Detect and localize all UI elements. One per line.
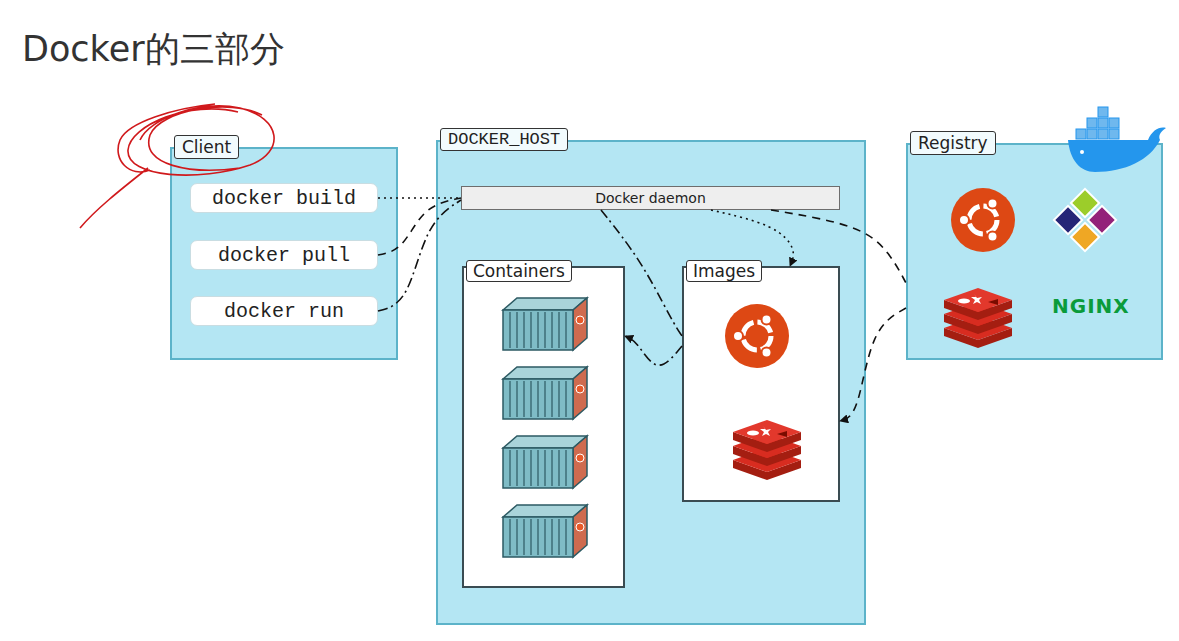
- flow-connector: [840, 308, 906, 421]
- redis-registry-icon: [944, 288, 1012, 348]
- host-box: DOCKER_HOSTDocker daemonContainersImages: [436, 140, 866, 625]
- command-box: docker pull: [190, 240, 378, 270]
- box-heading: Client: [174, 135, 239, 159]
- daemon-label: Docker daemon: [595, 190, 706, 206]
- docker-whale-icon: [1068, 107, 1166, 172]
- command-box: docker run: [190, 296, 378, 326]
- ubuntu-registry-icon: [951, 188, 1015, 252]
- diagram-title: Docker的三部分: [22, 26, 285, 73]
- command-box: docker build: [190, 183, 378, 213]
- red-scribble: [80, 104, 274, 228]
- container-icon: [503, 367, 587, 419]
- flow-connector: [625, 336, 682, 365]
- flow-connector: [378, 197, 461, 199]
- images-box: Images: [682, 266, 840, 502]
- command-text: docker run: [224, 300, 344, 323]
- box-heading: Registry: [910, 131, 996, 155]
- redis-image-icon: [733, 420, 801, 480]
- flow-connector: [378, 198, 461, 255]
- flow-connector: [711, 210, 793, 266]
- nginx-logo-text: NGINX: [1052, 294, 1130, 318]
- command-text: docker pull: [218, 244, 350, 267]
- flow-connector: [601, 210, 682, 336]
- centos-icon: [1054, 189, 1116, 251]
- box-heading: Images: [686, 260, 762, 282]
- box-heading: DOCKER_HOST: [440, 128, 568, 151]
- ubuntu-image-icon: [725, 304, 789, 368]
- registry-box: Registry: [906, 143, 1163, 360]
- container-icon: [503, 436, 587, 488]
- container-icon: [503, 505, 587, 557]
- container-icon: [503, 298, 587, 350]
- daemon-bar: Docker daemon: [461, 186, 840, 210]
- flow-connector: [771, 210, 906, 283]
- flow-connector: [378, 200, 461, 311]
- containers-box: Containers: [462, 266, 625, 588]
- box-heading: Containers: [466, 260, 572, 282]
- command-text: docker build: [212, 187, 356, 210]
- client-box: Clientdocker builddocker pulldocker run: [170, 147, 398, 360]
